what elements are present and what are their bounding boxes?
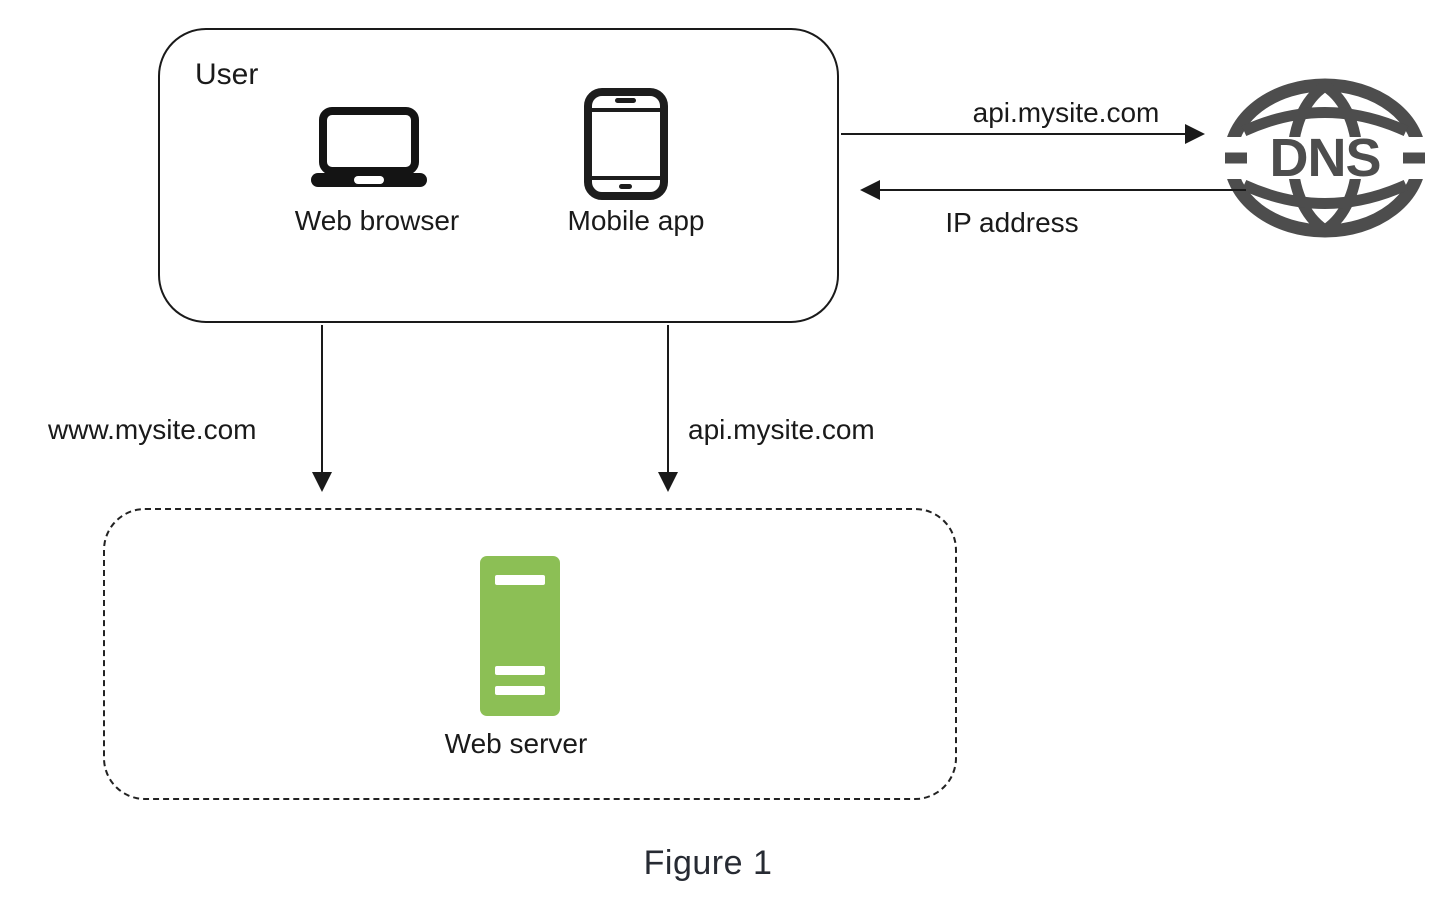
laptop-icon — [308, 106, 430, 190]
user-group-box — [158, 28, 839, 323]
user-group-title: User — [195, 58, 259, 91]
web-server-label: Web server — [444, 728, 588, 759]
dns-request-label: api.mysite.com — [972, 97, 1160, 128]
dns-globe-text: DNS — [1269, 128, 1380, 188]
dns-globe-icon: DNS — [1222, 78, 1428, 238]
api-route-label: api.mysite.com — [688, 414, 875, 445]
smartphone-icon — [584, 88, 668, 200]
www-route-label: www.mysite.com — [48, 414, 257, 445]
dns-response-label: IP address — [945, 207, 1079, 238]
mobile-app-label: Mobile app — [567, 205, 705, 236]
web-server-icon — [480, 556, 560, 716]
web-browser-label: Web browser — [294, 205, 460, 236]
figure-caption: Figure 1 — [643, 844, 773, 882]
